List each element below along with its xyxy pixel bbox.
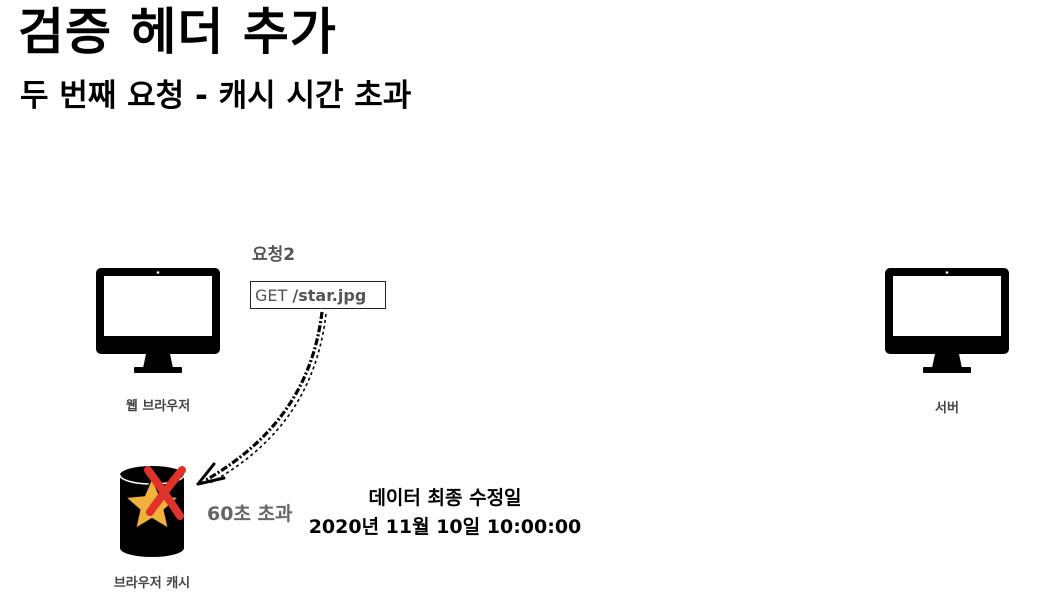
cache-label: 브라우저 캐시 — [113, 576, 191, 591]
request-method: GET — [255, 285, 288, 305]
server-monitor-icon — [885, 268, 1009, 373]
cache-status-label: 60초 초과 — [207, 503, 293, 525]
expired-cross-icon — [144, 466, 186, 520]
request-label: 요청2 — [252, 245, 296, 265]
server-label: 서버 — [935, 401, 959, 416]
browser-monitor-icon — [96, 268, 220, 373]
request-path: /star.jpg — [292, 285, 367, 305]
request-arrow — [196, 311, 327, 486]
last-modified-label: 데이터 최종 수정일 — [368, 487, 522, 509]
last-modified-value: 2020년 11월 10일 10:00:00 — [308, 516, 582, 538]
browser-label: 웹 브라우저 — [125, 399, 191, 414]
page-title: 검증 헤더 추가 — [18, 3, 337, 61]
page-subtitle: 두 번째 요청 - 캐시 시간 초과 — [20, 78, 412, 114]
request-box: GET /star.jpg — [250, 281, 386, 309]
